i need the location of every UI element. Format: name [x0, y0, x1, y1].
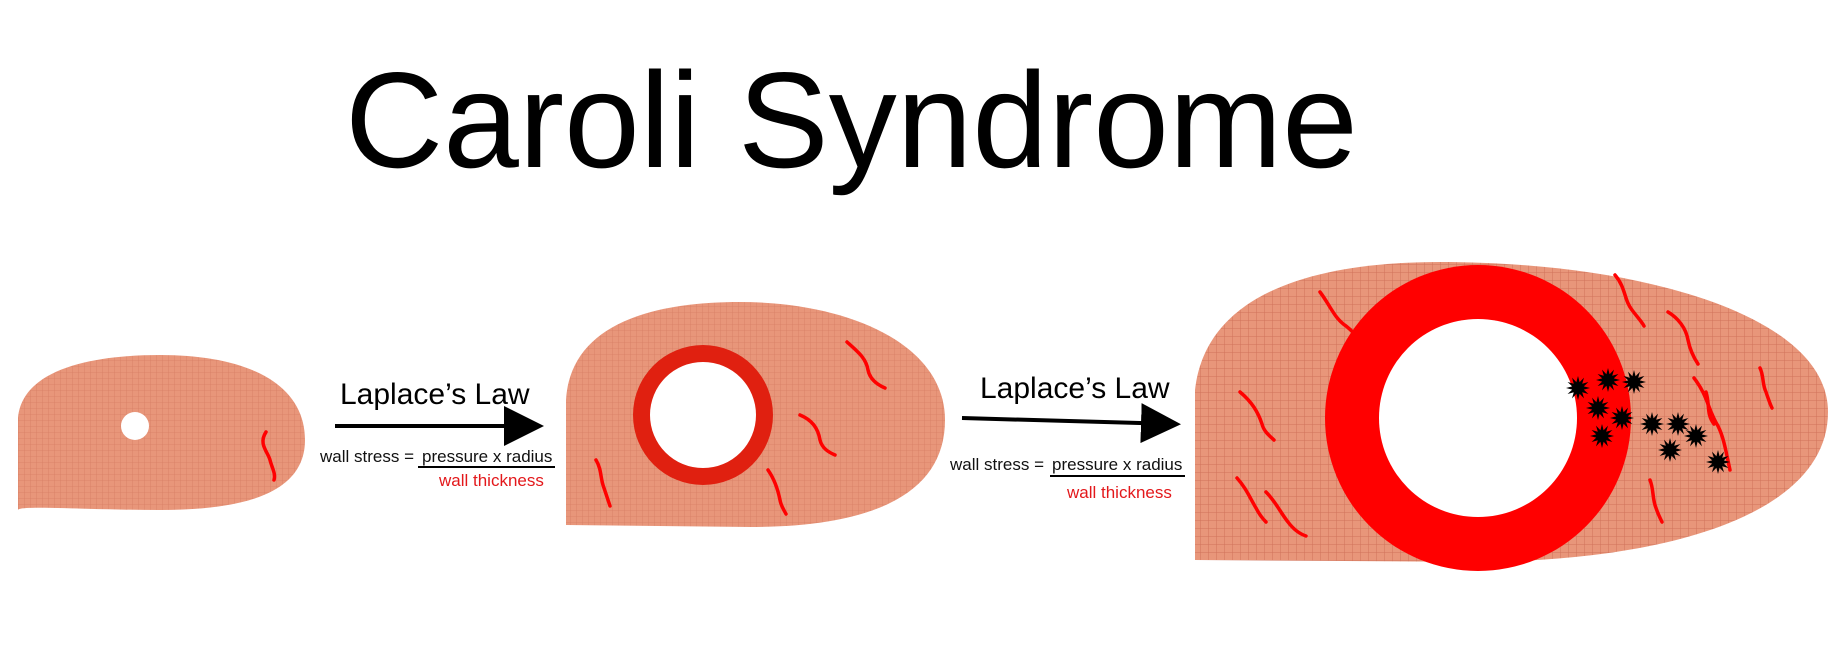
wall-stress-label: wall stress = [319, 447, 414, 466]
fibrosis-strand [1758, 366, 1774, 410]
laplace-transition-2: Laplace’s Law wall stress = pressure x r… [949, 372, 1185, 502]
fibrosis-strand [1613, 273, 1646, 328]
inflammatory-cell [1622, 370, 1646, 394]
wall-stress-label: wall stress = [949, 455, 1044, 474]
fibrosis-strand [845, 340, 887, 390]
fibrosis-strand [261, 430, 277, 482]
stage-1-tissue [18, 355, 305, 510]
fibrosis-strand [1692, 376, 1732, 472]
inflammatory-cell [1684, 424, 1708, 448]
fibrosis-strand [1318, 290, 1368, 348]
fibrosis-strand [594, 458, 612, 508]
fibrosis-strand [1235, 476, 1268, 524]
page-title: Caroli Syndrome [345, 44, 1358, 196]
inflammatory-cell [1706, 450, 1730, 474]
inflammatory-cell [1586, 396, 1610, 420]
inflammatory-cell [1566, 376, 1590, 400]
numerator: pressure x radius [1052, 455, 1182, 474]
fibrosis-strand [798, 413, 837, 457]
fibrosis-strand [1238, 390, 1276, 442]
stage-2-tissue [566, 302, 945, 527]
inflammatory-cell [1590, 424, 1614, 448]
duct-lumen-small [121, 412, 149, 440]
law-label: Laplace’s Law [980, 372, 1170, 405]
inflammatory-cell [1596, 368, 1620, 392]
inflammatory-cell [1666, 412, 1690, 436]
numerator: pressure x radius [422, 447, 552, 466]
arrow [961, 403, 1181, 444]
duct-lumen-medium [650, 362, 756, 468]
law-label: Laplace’s Law [340, 378, 530, 411]
inflammatory-cell [1658, 438, 1682, 462]
stage-3-tissue [1195, 262, 1828, 571]
tissue-shape-small [18, 355, 305, 510]
denominator: wall thickness [438, 471, 544, 490]
fibrosis-strand [1264, 490, 1308, 538]
inflammatory-cell [1640, 412, 1664, 436]
inflammatory-cells [1566, 368, 1730, 474]
fibrosis-strand [1666, 310, 1700, 366]
fibrosis-strand [1648, 478, 1664, 524]
denominator: wall thickness [1066, 483, 1172, 502]
fibrosis-strand [766, 468, 788, 516]
duct-lumen-large [1379, 319, 1577, 517]
laplace-transition-1: Laplace’s Law wall stress = pressure x r… [319, 378, 555, 490]
fibrosis-strand [1704, 390, 1716, 426]
inflammatory-cell [1610, 406, 1634, 430]
